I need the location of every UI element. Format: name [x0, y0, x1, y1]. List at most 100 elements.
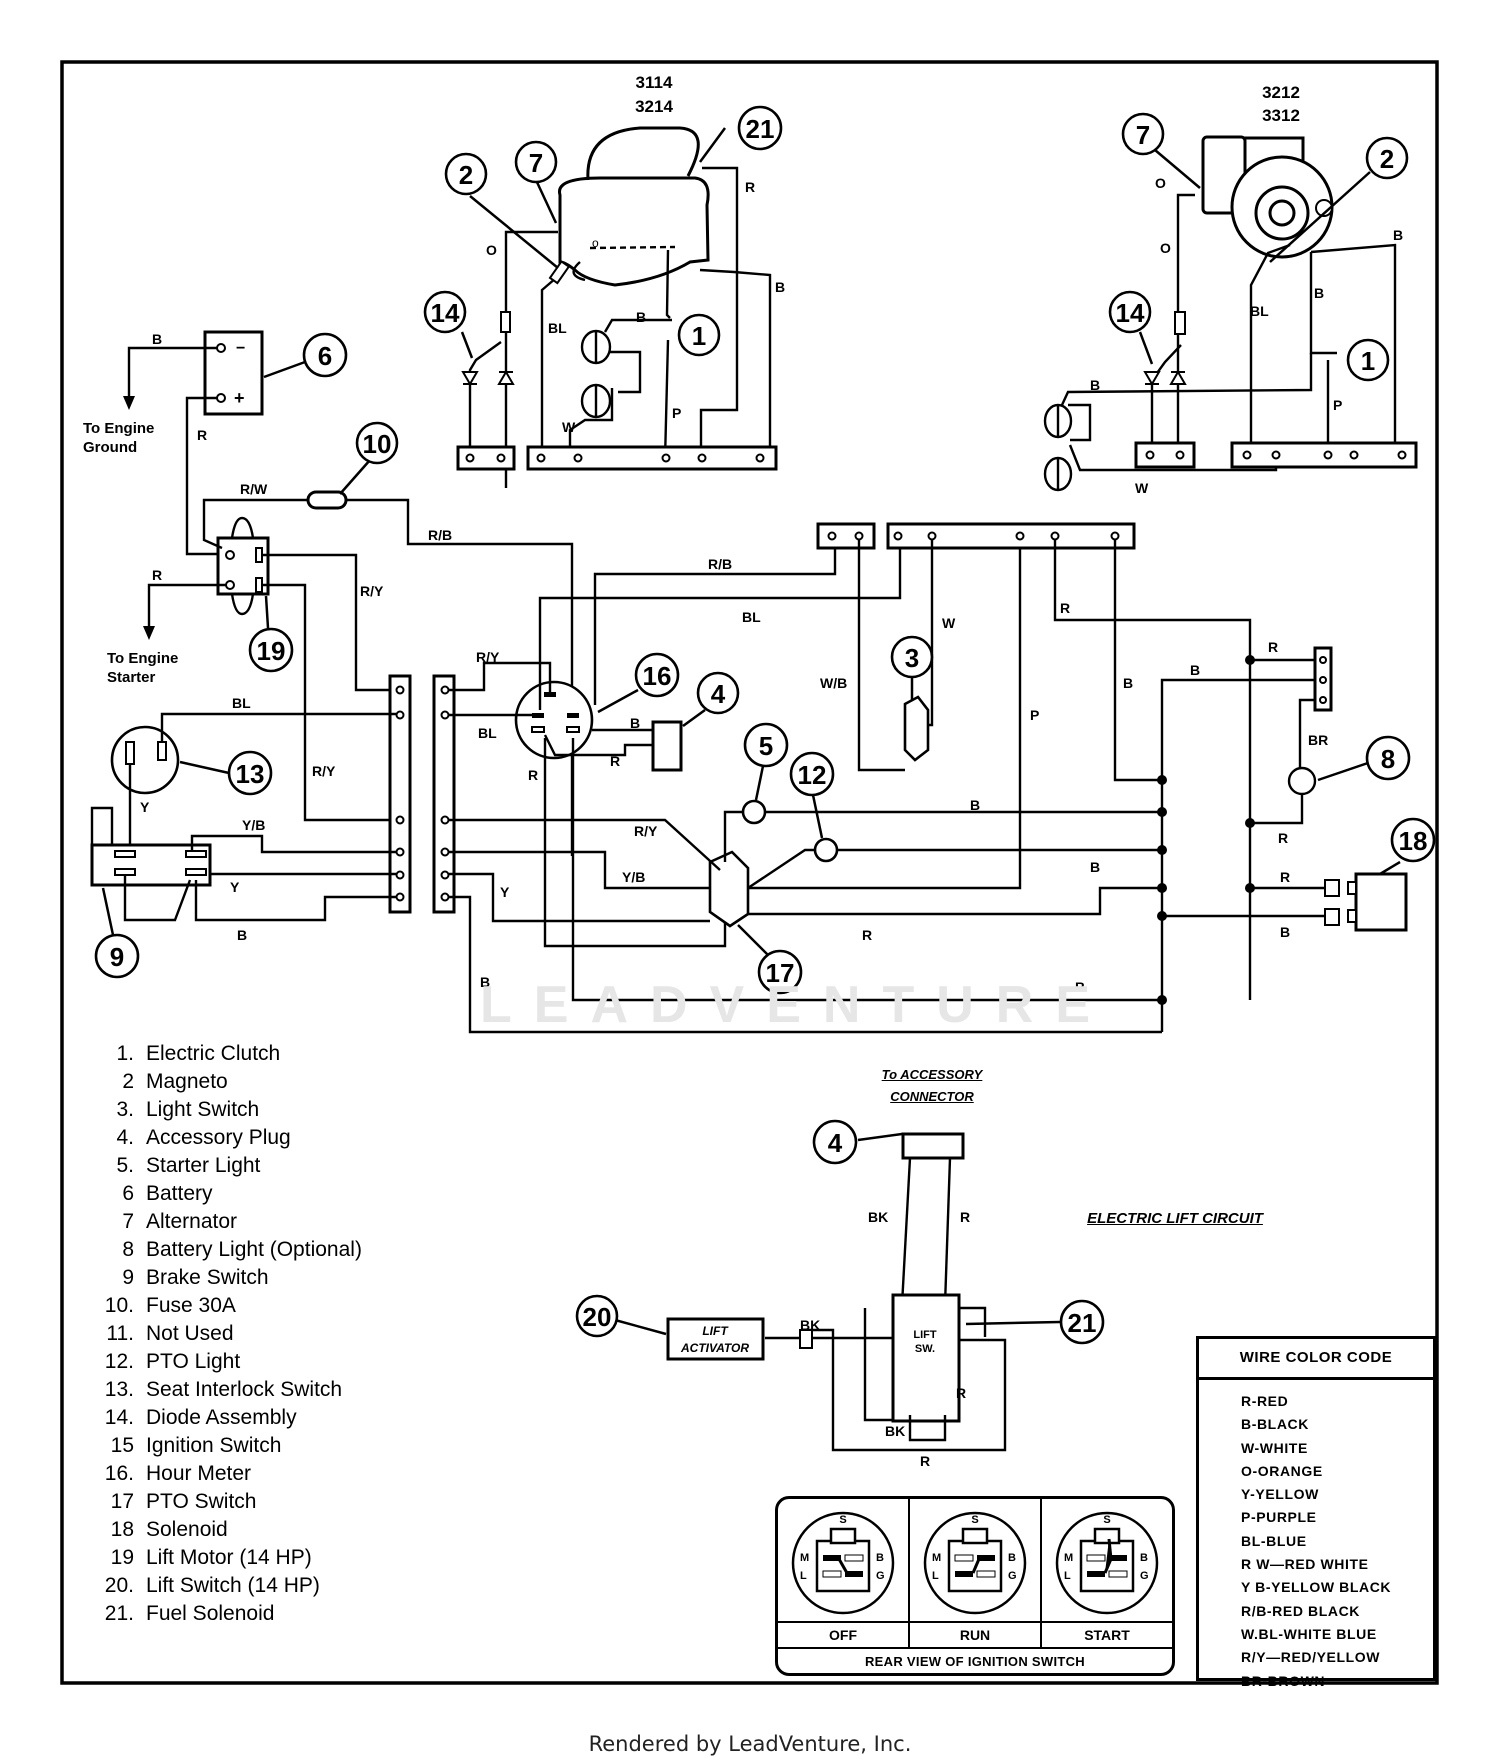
callout-7a: 7: [514, 140, 558, 224]
svg-text:G: G: [1140, 1570, 1149, 1582]
callout-14b: 14: [1108, 290, 1154, 365]
legend-label: Electric Clutch: [146, 1042, 281, 1065]
legend-label: Not Used: [146, 1322, 234, 1345]
svg-text:1: 1: [1361, 346, 1375, 376]
svg-text:S: S: [971, 1514, 978, 1526]
svg-text:O: O: [1155, 175, 1166, 191]
wire-color-entry: BR-BROWN: [1241, 1672, 1326, 1689]
svg-text:18: 18: [1399, 826, 1428, 856]
legend-item: 20. Lift Switch (14 HP): [98, 1572, 362, 1600]
svg-text:L: L: [800, 1570, 807, 1582]
callout-1a: 1: [677, 313, 721, 357]
svg-text:M: M: [800, 1552, 809, 1564]
callout-1b: 1: [1346, 338, 1390, 382]
legend-label: Starter Light: [146, 1154, 261, 1177]
legend-label: Ignition Switch: [146, 1434, 282, 1457]
svg-text:B: B: [636, 309, 646, 325]
svg-text:Y: Y: [230, 879, 240, 895]
svg-text:20: 20: [583, 1302, 612, 1332]
svg-text:R: R: [1060, 600, 1070, 616]
power-section: − + B To Engine Ground R R To Engine Sta…: [83, 330, 574, 856]
pto-light: [813, 837, 839, 863]
callout-17: 17: [737, 924, 803, 995]
callout-15: 16: [597, 652, 680, 714]
legend-number: 17: [110, 1490, 134, 1513]
callout-9: 9: [94, 887, 140, 979]
svg-text:R/Y: R/Y: [312, 763, 336, 779]
wire-color-entry: W-WHITE: [1241, 1439, 1308, 1456]
legend-number: 12.: [104, 1350, 134, 1373]
svg-text:B: B: [237, 927, 247, 943]
svg-text:BL: BL: [548, 320, 567, 336]
legend-item: 16.Hour Meter: [98, 1460, 362, 1488]
svg-text:21: 21: [746, 114, 775, 144]
electric-lift-circuit-label: ELECTRIC LIFT CIRCUIT: [1087, 1210, 1263, 1227]
hour-meter: [1354, 872, 1408, 932]
svg-text:S: S: [1103, 1514, 1110, 1526]
callout-2a: 2: [444, 152, 559, 269]
svg-text:3: 3: [905, 643, 919, 673]
legend-item: 5.Starter Light: [98, 1152, 362, 1180]
legend-number: 3.: [116, 1098, 134, 1121]
svg-text:BL: BL: [232, 695, 251, 711]
svg-text:B: B: [1008, 1552, 1016, 1564]
callout-7b: 7: [1121, 112, 1201, 189]
svg-text:17: 17: [766, 958, 795, 988]
svg-text:2: 2: [1380, 144, 1394, 174]
svg-text:7: 7: [529, 148, 543, 178]
svg-text:W: W: [942, 615, 956, 631]
svg-text:R: R: [920, 1453, 930, 1469]
svg-text:R/Y: R/Y: [360, 583, 384, 599]
legend-number: 14.: [104, 1406, 134, 1429]
svg-text:B: B: [1314, 285, 1324, 301]
svg-text:B: B: [1090, 859, 1100, 875]
engine-a-model-1: 3114: [636, 73, 673, 92]
legend-number: 18: [110, 1518, 134, 1541]
legend-label: PTO Light: [146, 1350, 241, 1373]
legend-label: Fuel Solenoid: [146, 1602, 275, 1625]
legend-number: 20.: [104, 1574, 134, 1597]
svg-text:−: −: [236, 340, 245, 357]
svg-text:5: 5: [759, 731, 773, 761]
svg-text:B: B: [1280, 924, 1290, 940]
legend-item: 10. Fuse 30A: [98, 1292, 362, 1320]
svg-text:14: 14: [1116, 298, 1145, 328]
svg-text:SW.: SW.: [915, 1343, 935, 1355]
svg-text:16: 16: [643, 661, 672, 691]
legend-number: 15: [110, 1434, 134, 1457]
seat-switch: [110, 725, 180, 795]
svg-text:Y: Y: [500, 884, 510, 900]
legend-label: PTO Switch: [146, 1490, 257, 1513]
svg-text:ACTIVATOR: ACTIVATOR: [680, 1341, 749, 1355]
svg-text:B: B: [1090, 377, 1100, 393]
callout-4b: 4: [812, 1119, 903, 1165]
legend-label: Lift Switch (14 HP): [146, 1574, 320, 1597]
svg-text:BK: BK: [885, 1423, 905, 1439]
legend-number: 10.: [104, 1294, 134, 1317]
callout-3: 3: [890, 635, 934, 700]
legend-label: Battery: [146, 1182, 213, 1205]
legend-item: 1.Electric Clutch: [98, 1040, 362, 1068]
svg-text:B: B: [1190, 662, 1200, 678]
right-section: W/B W R B B R BR R R B: [816, 522, 1408, 1032]
svg-text:L: L: [1064, 1570, 1071, 1582]
legend-label: Alternator: [146, 1210, 238, 1233]
svg-text:B: B: [876, 1552, 884, 1564]
legend-item: 4.Accessory Plug: [98, 1124, 362, 1152]
svg-text:M: M: [932, 1552, 941, 1564]
svg-text:4: 4: [711, 679, 726, 709]
legend-label: Fuse 30A: [146, 1294, 236, 1317]
svg-text:LIFT: LIFT: [913, 1329, 936, 1341]
starter-light: [741, 799, 767, 825]
callout-21: 21: [698, 105, 783, 163]
callout-8: 8: [1317, 735, 1411, 782]
engine-a-model-2: 3214: [635, 97, 673, 116]
